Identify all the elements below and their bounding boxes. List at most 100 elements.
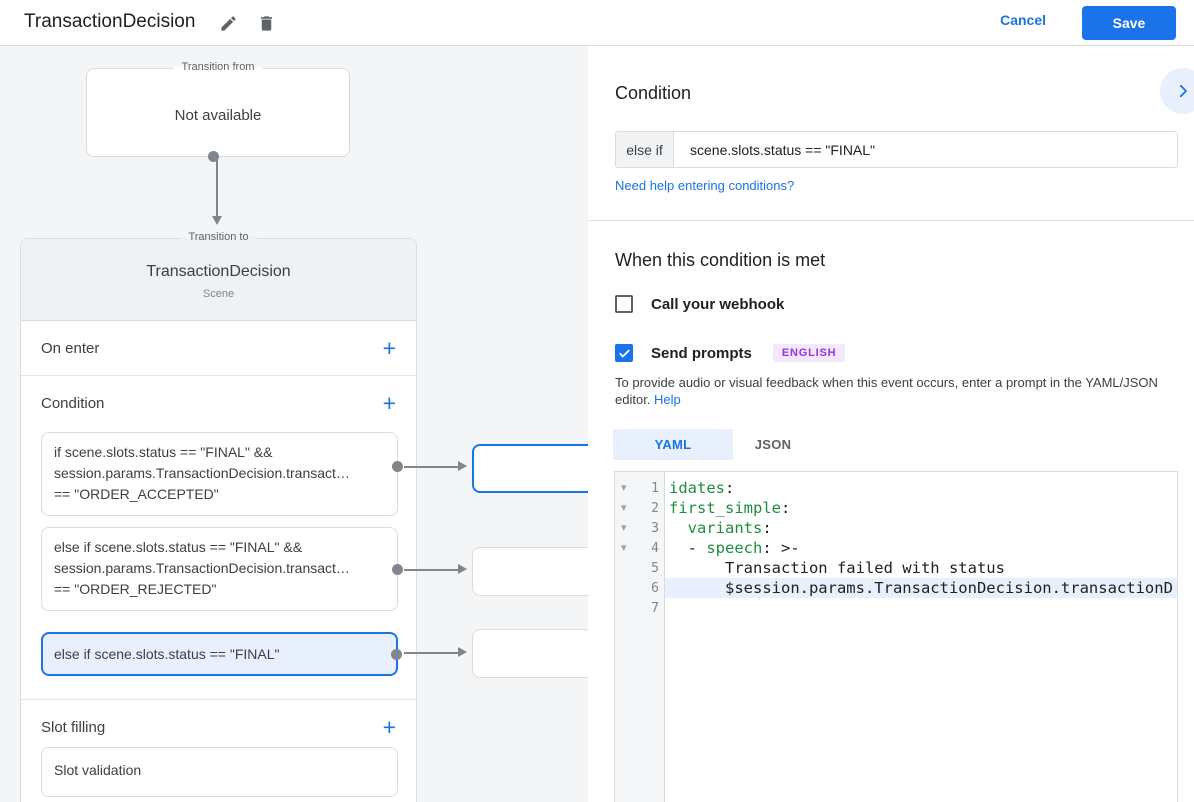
fold-toggle-icon[interactable]: ▾ — [621, 542, 627, 554]
transition-target-2[interactable] — [472, 547, 588, 596]
code-line[interactable]: first_simple: — [669, 499, 791, 517]
connector-line — [404, 466, 460, 468]
code-line[interactable]: - speech: >- — [669, 539, 800, 557]
transition-from-box: Transition from Not available — [86, 61, 350, 162]
condition-text: session.params.TransactionDecision.trans… — [54, 560, 350, 576]
line-number: 5 — [651, 560, 659, 576]
arrow-down-icon — [212, 216, 222, 225]
call-webhook-label: Call your webhook — [651, 295, 785, 313]
arrow-right-icon — [458, 647, 467, 657]
condition-text: if scene.slots.status == "FINAL" && — [54, 444, 273, 460]
editor-gutter: ▾1 — [615, 478, 665, 498]
scene-title: TransactionDecision — [146, 263, 291, 280]
condition-detail-panel: Condition else if Need help entering con… — [588, 46, 1194, 802]
arrow-right-icon — [458, 564, 467, 574]
add-on-enter-button[interactable]: + — [382, 335, 396, 361]
connector-line — [216, 160, 218, 218]
fold-toggle-icon[interactable]: ▾ — [621, 482, 627, 494]
code-line[interactable]: $session.params.TransactionDecision.tran… — [665, 578, 1177, 598]
condition-prefix: else if — [616, 132, 674, 167]
code-line[interactable] — [665, 598, 1177, 618]
add-condition-button[interactable]: + — [382, 390, 396, 416]
plus-icon: + — [382, 390, 396, 416]
condition-item-3-selected[interactable]: else if scene.slots.status == "FINAL" — [41, 632, 402, 676]
editor-gutter: ▾3 — [615, 518, 665, 538]
help-link[interactable]: Help — [654, 392, 681, 407]
pencil-icon — [219, 14, 238, 33]
condition-text: == "ORDER_ACCEPTED" — [54, 486, 219, 502]
code-line[interactable]: idates: — [669, 479, 735, 497]
condition-item-1[interactable]: if scene.slots.status == "FINAL" && sess… — [41, 432, 403, 516]
condition-section-label: Condition — [41, 394, 105, 412]
chevron-right-icon — [1174, 82, 1192, 100]
connector-dot — [392, 563, 403, 575]
tab-json[interactable]: JSON — [733, 429, 813, 460]
condition-section: Condition + if scene.slots.status == "FI… — [21, 376, 416, 700]
when-condition-heading: When this condition is met — [615, 250, 826, 270]
send-prompts-checkbox[interactable] — [615, 344, 633, 362]
editor-line: ▾ 4 - speech: >- — [615, 538, 1177, 558]
transition-target-3[interactable] — [472, 629, 588, 678]
condition-heading: Condition — [615, 83, 692, 103]
line-number: 2 — [651, 500, 659, 516]
webhook-row: Call your webhook — [615, 295, 784, 313]
fold-toggle-icon[interactable]: ▾ — [621, 522, 627, 534]
editor-gutter: ▾2 — [615, 498, 665, 518]
transition-to-card: Transition to TransactionDecision Scene … — [20, 231, 417, 802]
language-badge: ENGLISH — [772, 344, 846, 362]
editor-gutter: 5 — [615, 558, 665, 578]
condition-item-2[interactable]: else if scene.slots.status == "FINAL" &&… — [41, 527, 403, 611]
line-number: 6 — [651, 580, 659, 596]
transition-to-legend: Transition to — [180, 231, 257, 243]
page-title: TransactionDecision — [24, 11, 196, 32]
send-prompts-label: Send prompts — [651, 344, 752, 362]
condition-text: == "ORDER_REJECTED" — [54, 581, 217, 597]
save-button[interactable]: Save — [1082, 6, 1176, 40]
scene-subtitle: Scene — [202, 288, 235, 300]
divider — [588, 220, 1194, 221]
connector-dot — [392, 461, 403, 472]
connector-dot — [208, 151, 219, 162]
plus-icon: + — [382, 714, 396, 740]
add-slot-button[interactable]: + — [382, 714, 396, 740]
prompt-hint: To provide audio or visual feedback when… — [615, 374, 1175, 408]
code-line[interactable]: variants: — [687, 519, 772, 537]
line-number: 4 — [651, 540, 659, 556]
transition-from-content: Not available — [174, 107, 262, 124]
edit-title-button[interactable] — [216, 11, 240, 35]
connector-line — [404, 652, 460, 654]
connector-dot — [391, 648, 402, 660]
condition-input-row: else if — [615, 131, 1178, 168]
slot-validation-item[interactable]: Slot validation — [41, 747, 398, 797]
code-line[interactable]: Transaction failed with status — [669, 559, 1005, 577]
condition-expression-input[interactable] — [674, 132, 1177, 167]
condition-text: session.params.TransactionDecision.trans… — [54, 465, 350, 481]
cancel-button[interactable]: Cancel — [1000, 12, 1046, 28]
delete-scene-button[interactable] — [254, 11, 278, 35]
flow-canvas: Transition from Not available Transition… — [0, 46, 588, 802]
transition-from-legend: Transition from — [173, 61, 263, 73]
slot-filling-section: Slot filling + Slot validation — [21, 700, 416, 797]
collapse-panel-button[interactable] — [1160, 68, 1194, 114]
call-webhook-checkbox[interactable] — [615, 295, 633, 313]
arrow-right-icon — [458, 461, 467, 471]
tab-yaml[interactable]: YAML — [613, 429, 733, 460]
editor-line: ▾3 variants: — [615, 518, 1177, 538]
editor-gutter: 6 — [615, 578, 665, 598]
line-number: 7 — [651, 600, 659, 616]
checkmark-icon — [618, 347, 631, 360]
transition-target-1[interactable] — [472, 444, 588, 493]
trash-icon — [257, 14, 276, 33]
on-enter-section: On enter + — [21, 321, 416, 376]
on-enter-label: On enter — [41, 339, 100, 357]
line-number: 1 — [651, 480, 659, 496]
condition-text: else if scene.slots.status == "FINAL" — [54, 646, 280, 662]
scene-header: TransactionDecision Scene — [21, 239, 416, 321]
fold-toggle-icon[interactable]: ▾ — [621, 502, 627, 514]
condition-help-link[interactable]: Need help entering conditions? — [615, 178, 795, 193]
plus-icon: + — [382, 335, 396, 361]
